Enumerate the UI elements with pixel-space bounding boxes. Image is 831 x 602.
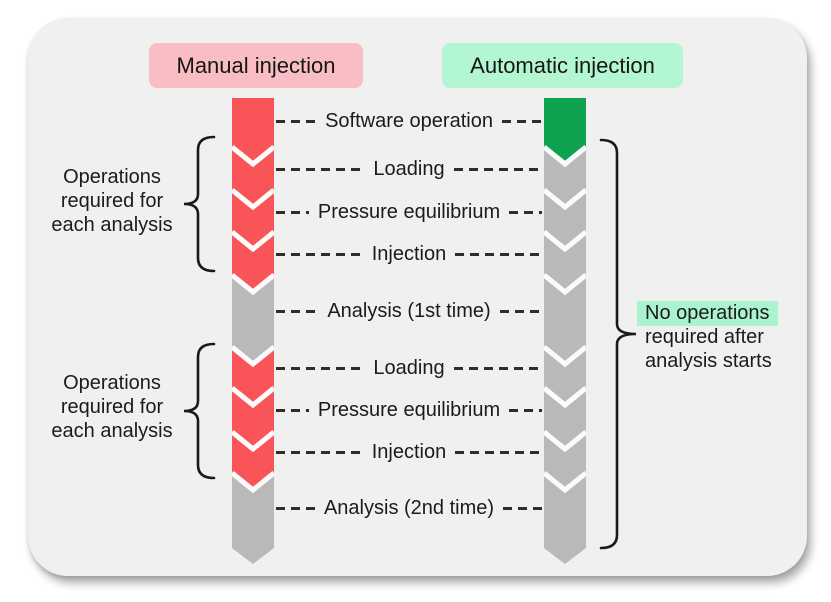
step-label: Injection: [371, 242, 447, 265]
automatic-injection-header: Automatic injection: [442, 43, 683, 88]
chevron-segment: [544, 190, 586, 249]
chevron-segment: [232, 388, 274, 449]
diagram-panel: [28, 18, 807, 576]
chevron-separator: [544, 345, 586, 368]
dash-line-left: [276, 252, 363, 256]
dash-line-right: [509, 408, 543, 412]
note-line: each analysis: [51, 214, 173, 236]
chevron-separator: [232, 471, 274, 494]
chevron-segment: [232, 232, 274, 292]
step-label: Injection: [371, 440, 447, 463]
chevron-separator: [544, 471, 586, 494]
chevron-separator: [232, 273, 274, 296]
step-label: Analysis (1st time): [327, 299, 491, 322]
chevron-segment: [544, 388, 586, 449]
chevron-separator: [232, 345, 274, 368]
step-label: Analysis (2nd time): [323, 496, 495, 519]
step-label: Software operation: [325, 109, 493, 132]
chevron-segment: [544, 473, 586, 564]
dash-line-right: [455, 252, 542, 256]
dash-line-left: [276, 119, 317, 123]
chevron-separator: [544, 230, 586, 253]
chevron-segment: [232, 190, 274, 249]
chevron-segment: [232, 275, 274, 364]
step-label: Pressure equilibrium: [317, 398, 501, 421]
note-line: required after: [645, 326, 764, 348]
step-row-injection-1: Injection: [276, 241, 542, 267]
dash-line-left: [276, 309, 319, 313]
note-line: each analysis: [51, 420, 173, 442]
manual-injection-header: Manual injection: [149, 43, 363, 88]
dash-line-left: [276, 366, 365, 370]
chevron-separator: [232, 145, 274, 168]
chevron-segment: [544, 147, 586, 207]
chevron-separator: [544, 188, 586, 211]
chevron-segment: [232, 147, 274, 207]
chevron-segment: [232, 347, 274, 405]
step-row-software-operation: Software operation: [276, 108, 543, 134]
chevron-segment: [544, 275, 586, 364]
manual-injection-header-label: Manual injection: [176, 52, 336, 78]
note-line: analysis starts: [645, 350, 772, 372]
dash-line-right: [499, 309, 542, 313]
step-row-analysis-1st: Analysis (1st time): [276, 298, 542, 324]
left-brace-2: [183, 342, 216, 480]
chevron-segment: [232, 473, 274, 564]
dash-line-right: [503, 506, 542, 510]
no-operations-note: No operations required after analysis st…: [637, 301, 820, 373]
chevron-separator: [232, 188, 274, 211]
manual-chevron-column: [232, 98, 274, 564]
chevron-separator: [232, 386, 274, 409]
note-line: Operations: [63, 372, 161, 394]
chevron-separator: [232, 230, 274, 253]
chevron-separator: [544, 430, 586, 453]
automatic-chevron-column: [544, 98, 586, 564]
chevron-segment: [544, 432, 586, 490]
dash-line-left: [276, 506, 315, 510]
dash-line-left: [276, 450, 363, 454]
dash-line-right: [453, 366, 542, 370]
operations-note-1: Operations required for each analysis: [28, 165, 196, 237]
chevron-segment: [232, 432, 274, 490]
highlight-text: No operations: [637, 301, 778, 326]
dash-line-left: [276, 408, 309, 412]
chevron-separator: [544, 386, 586, 409]
step-row-loading-2: Loading: [276, 355, 542, 381]
step-row-injection-2: Injection: [276, 439, 542, 465]
dash-line-left: [276, 167, 365, 171]
chevron-segment: [544, 347, 586, 405]
step-label: Loading: [373, 157, 445, 180]
step-row-pressure-equilibrium-1: Pressure equilibrium: [276, 199, 543, 225]
step-row-analysis-2nd: Analysis (2nd time): [276, 495, 542, 521]
dash-line-right: [501, 119, 543, 123]
chevron-separator: [544, 273, 586, 296]
step-label: Loading: [373, 356, 445, 379]
chevron-separator: [544, 145, 586, 168]
dash-line-right: [453, 167, 542, 171]
note-line: required for: [60, 396, 164, 418]
step-row-pressure-equilibrium-2: Pressure equilibrium: [276, 397, 543, 423]
step-row-loading-1: Loading: [276, 156, 542, 182]
chevron-segment: [232, 98, 274, 164]
chevron-segment: [544, 98, 586, 164]
automatic-injection-header-label: Automatic injection: [470, 52, 655, 78]
chevron-segment: [544, 232, 586, 292]
left-brace-1: [183, 135, 216, 273]
right-brace: [599, 138, 637, 550]
operations-note-2: Operations required for each analysis: [28, 371, 196, 443]
note-line: required for: [60, 190, 164, 212]
chevron-separator: [232, 430, 274, 453]
step-label: Pressure equilibrium: [317, 200, 501, 223]
dash-line-right: [455, 450, 542, 454]
dash-line-right: [509, 210, 543, 214]
dash-line-left: [276, 210, 309, 214]
note-line: Operations: [63, 166, 161, 188]
note-line-highlighted: No operations: [637, 301, 820, 326]
